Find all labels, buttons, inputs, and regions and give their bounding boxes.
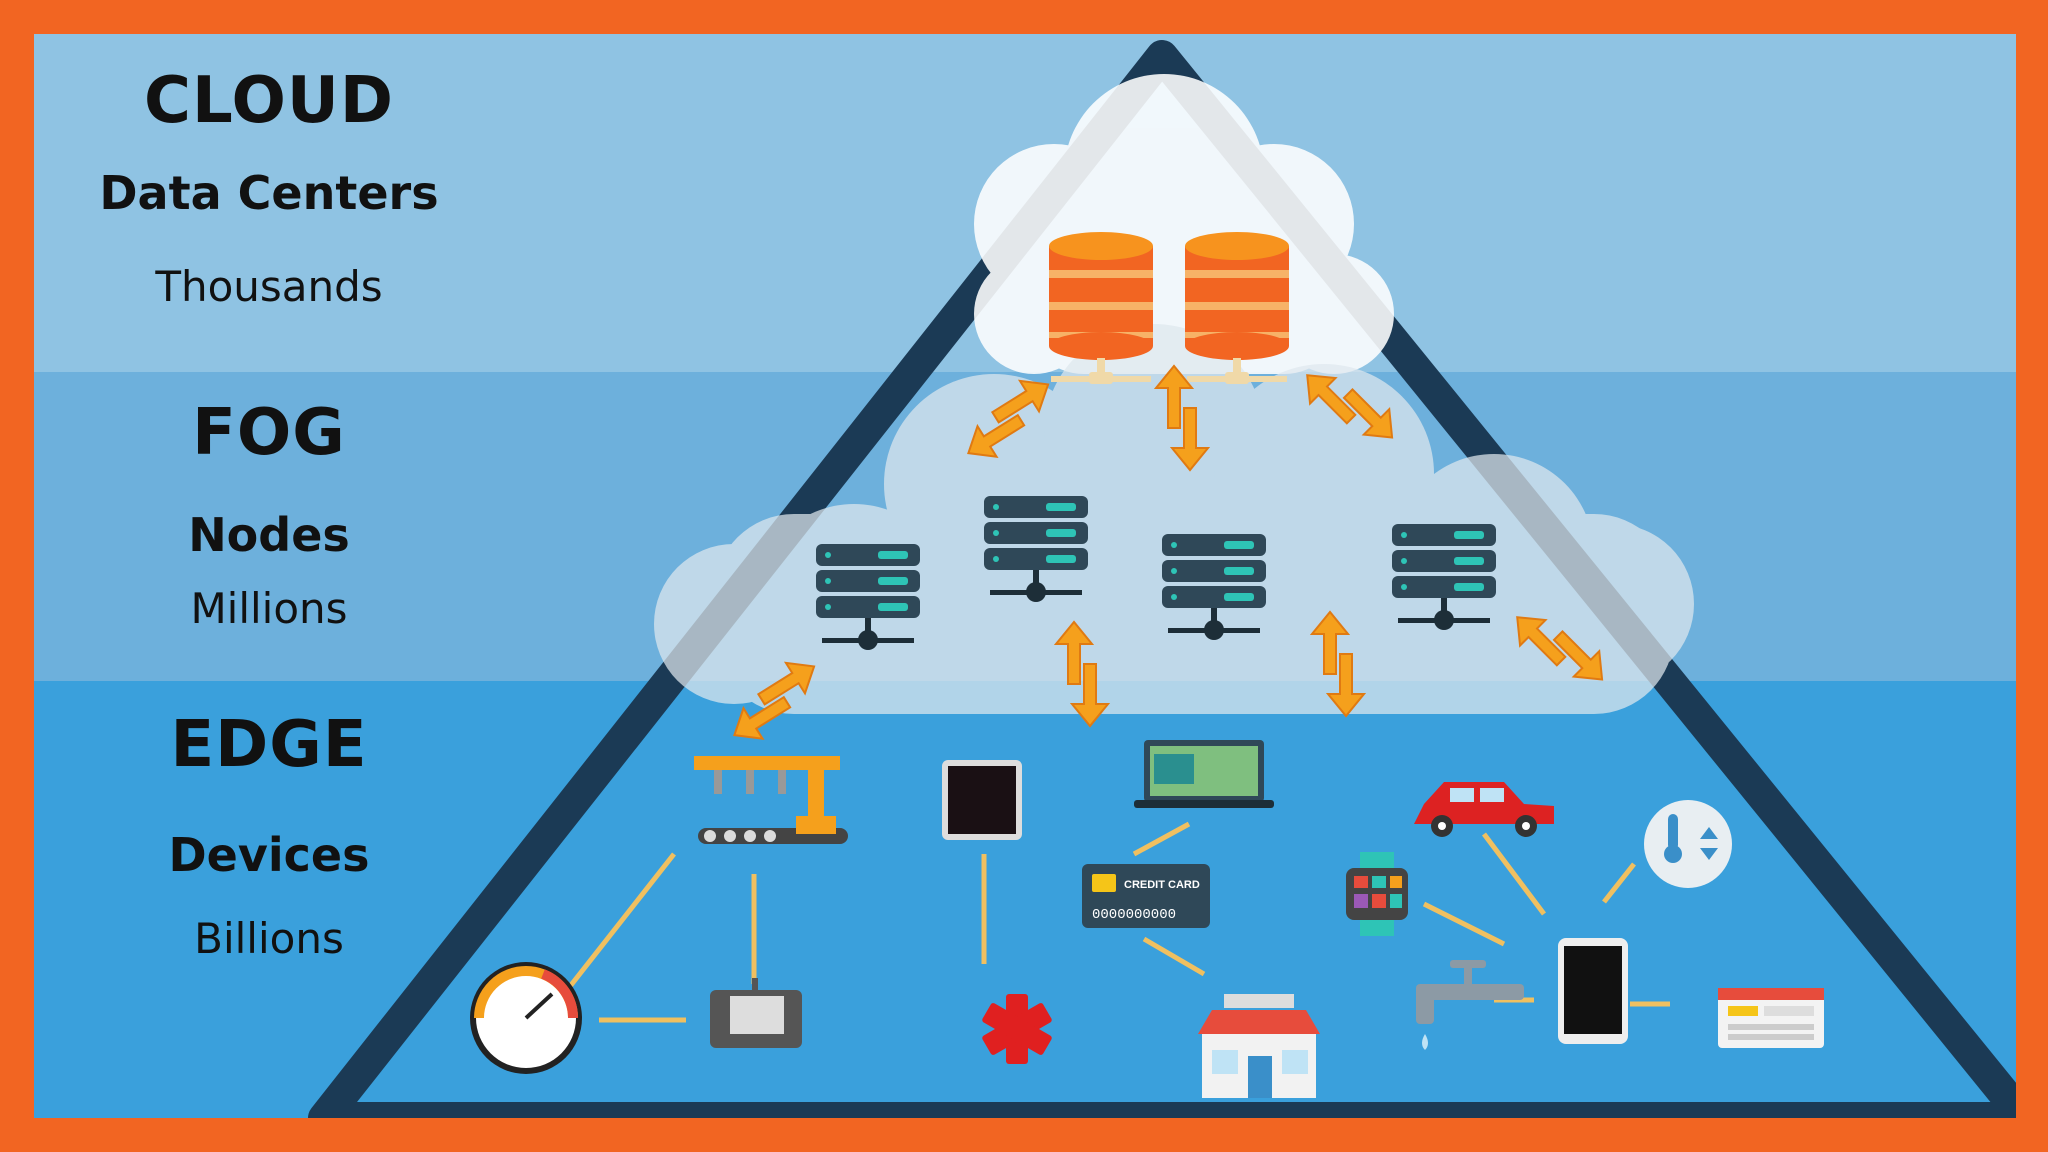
credit-card-number: 0000000000 [1092, 907, 1176, 923]
faucet-icon [1416, 960, 1524, 1050]
diagram-canvas: CLOUD Data Centers Thousands FOG Nodes M… [34, 34, 2016, 1118]
laptop-icon [1134, 740, 1274, 808]
cloud-count: Thousands [155, 262, 383, 311]
edge-title: EDGE [170, 708, 368, 782]
credit-card-label: CREDIT CARD [1124, 879, 1200, 891]
browser-window-icon [1718, 988, 1824, 1048]
edge-count: Billions [194, 914, 344, 963]
cloud-subtitle: Data Centers [99, 166, 439, 220]
store-icon [1198, 994, 1320, 1098]
car-icon [1414, 782, 1554, 837]
factory-robot-icon [694, 756, 848, 844]
gauge-icon [470, 962, 582, 1074]
thermometer-icon [1644, 800, 1732, 888]
smartphone-icon [1558, 938, 1628, 1044]
fog-title: FOG [192, 396, 346, 470]
controller-device-icon [710, 978, 802, 1048]
edge-subtitle: Devices [168, 828, 370, 882]
pyramid-diagram: CREDIT CARD 0000000000 [308, 40, 2016, 1118]
cloud-title: CLOUD [144, 64, 394, 138]
fog-count: Millions [190, 584, 348, 633]
tablet-icon [942, 760, 1022, 840]
fog-subtitle: Nodes [188, 508, 350, 562]
medical-star-icon [982, 994, 1052, 1064]
smartwatch-icon [1346, 852, 1408, 936]
credit-card-icon: CREDIT CARD 0000000000 [1082, 864, 1210, 928]
